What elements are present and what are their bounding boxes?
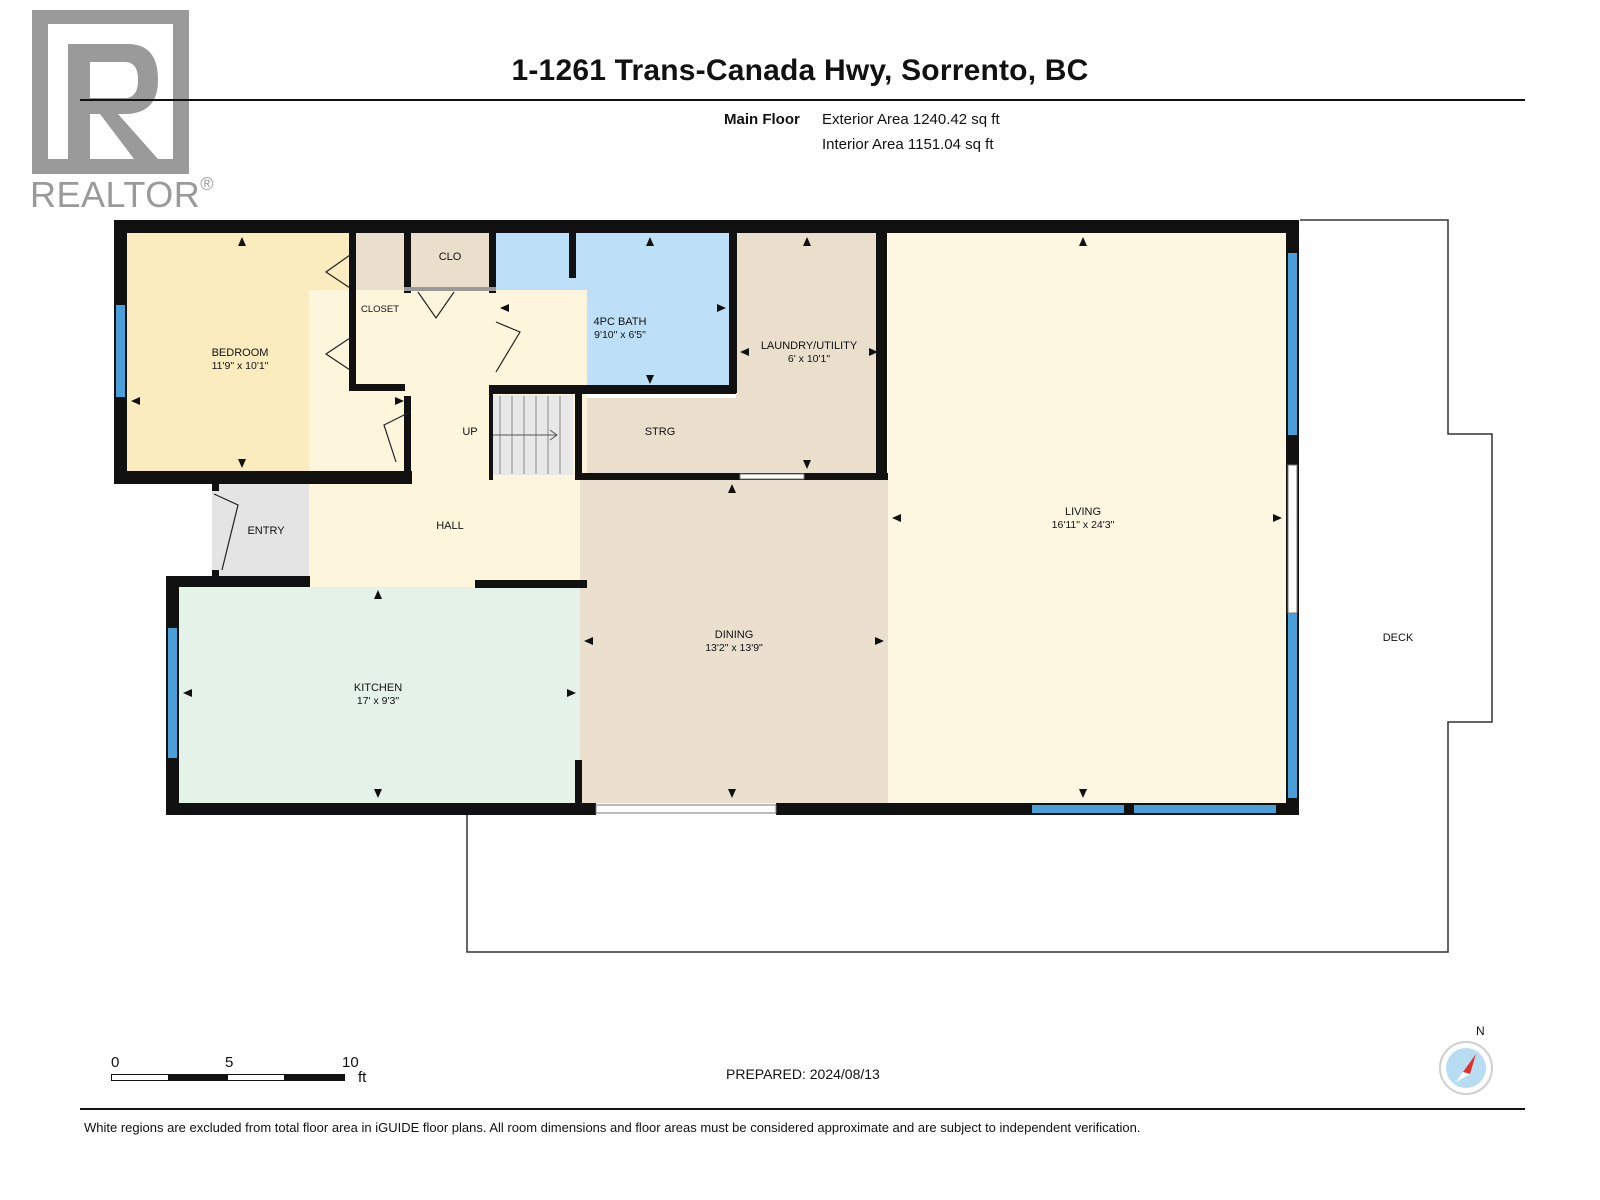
exterior-area: Exterior Area 1240.42 sq ft [822, 111, 1000, 128]
interior-area: Interior Area 1151.04 sq ft [822, 136, 994, 153]
stairs [489, 396, 561, 474]
compass-north: N [1476, 1024, 1485, 1038]
realtor-logo: REALTOR® [30, 8, 213, 215]
living-dims: 16'11" x 24'3" [1051, 519, 1115, 531]
laundry-room [736, 233, 882, 473]
dining-room [580, 480, 888, 803]
prepared-date: PREPARED: 2024/08/13 [726, 1066, 880, 1082]
dining-name: DINING [714, 629, 754, 641]
closet-label: CLOSET [360, 304, 399, 315]
kitchen-room [179, 587, 580, 803]
entry-room [212, 480, 309, 583]
deck-outline [466, 219, 1493, 953]
hall-upper [411, 290, 489, 480]
footer-divider [80, 1108, 1525, 1110]
bedroom-label: BEDROOM 11'9" x 10'1" [190, 347, 290, 373]
kitchen-name: KITCHEN [353, 682, 403, 694]
living-label: LIVING 16'11" x 24'3" [1033, 506, 1133, 532]
dimension-arrows [131, 237, 1282, 798]
door-swings [213, 254, 521, 571]
laundry-name: LAUNDRY/UTILITY [760, 340, 858, 352]
windows [116, 253, 1297, 813]
scale-bar: 0 5 10 ft [108, 1054, 378, 1104]
deck-label: DECK [1382, 632, 1414, 644]
bedroom-dims: 11'9" x 10'1" [211, 360, 269, 372]
strg-room [580, 398, 736, 473]
scale-tick-0: 0 [111, 1054, 120, 1071]
strg-label: STRG [644, 426, 676, 438]
page-title: 1-1261 Trans-Canada Hwy, Sorrento, BC [511, 54, 1089, 87]
kitchen-dims: 17' x 9'3" [356, 695, 400, 707]
realtor-logo-text: REALTOR [30, 174, 201, 215]
compass-icon: N [1436, 1024, 1502, 1096]
dining-label: DINING 13'2" x 13'9" [684, 629, 784, 655]
dining-dims: 13'2" x 13'9" [705, 642, 763, 654]
scale-unit: ft [358, 1069, 367, 1086]
sliding-doors [595, 464, 1298, 814]
living-room [888, 233, 1287, 803]
hall-label: HALL [436, 520, 464, 532]
header-divider [80, 99, 1525, 101]
bath-dims: 9'10" x 6'5" [594, 329, 646, 341]
bath-name: 4PC BATH [593, 316, 647, 328]
entry-label: ENTRY [247, 525, 285, 537]
clo-room [411, 233, 489, 287]
clo-label: CLO [438, 251, 462, 263]
living-name: LIVING [1064, 506, 1102, 518]
laundry-label: LAUNDRY/UTILITY 6' x 10'1" [746, 340, 872, 366]
bath-label: 4PC BATH 9'10" x 6'5" [570, 316, 670, 342]
bedroom-name: BEDROOM [211, 347, 269, 359]
up-label: UP [462, 426, 478, 438]
kitchen-label: KITCHEN 17' x 9'3" [328, 682, 428, 708]
realtor-logo-mark [32, 10, 189, 174]
laundry-dims: 6' x 10'1" [787, 353, 831, 365]
disclaimer: White regions are excluded from total fl… [84, 1120, 1141, 1135]
scale-tick-5: 5 [225, 1054, 234, 1071]
scale-tick-10: 10 [342, 1054, 359, 1071]
floor-label: Main Floor [724, 111, 800, 128]
registered-mark: ® [200, 174, 214, 194]
